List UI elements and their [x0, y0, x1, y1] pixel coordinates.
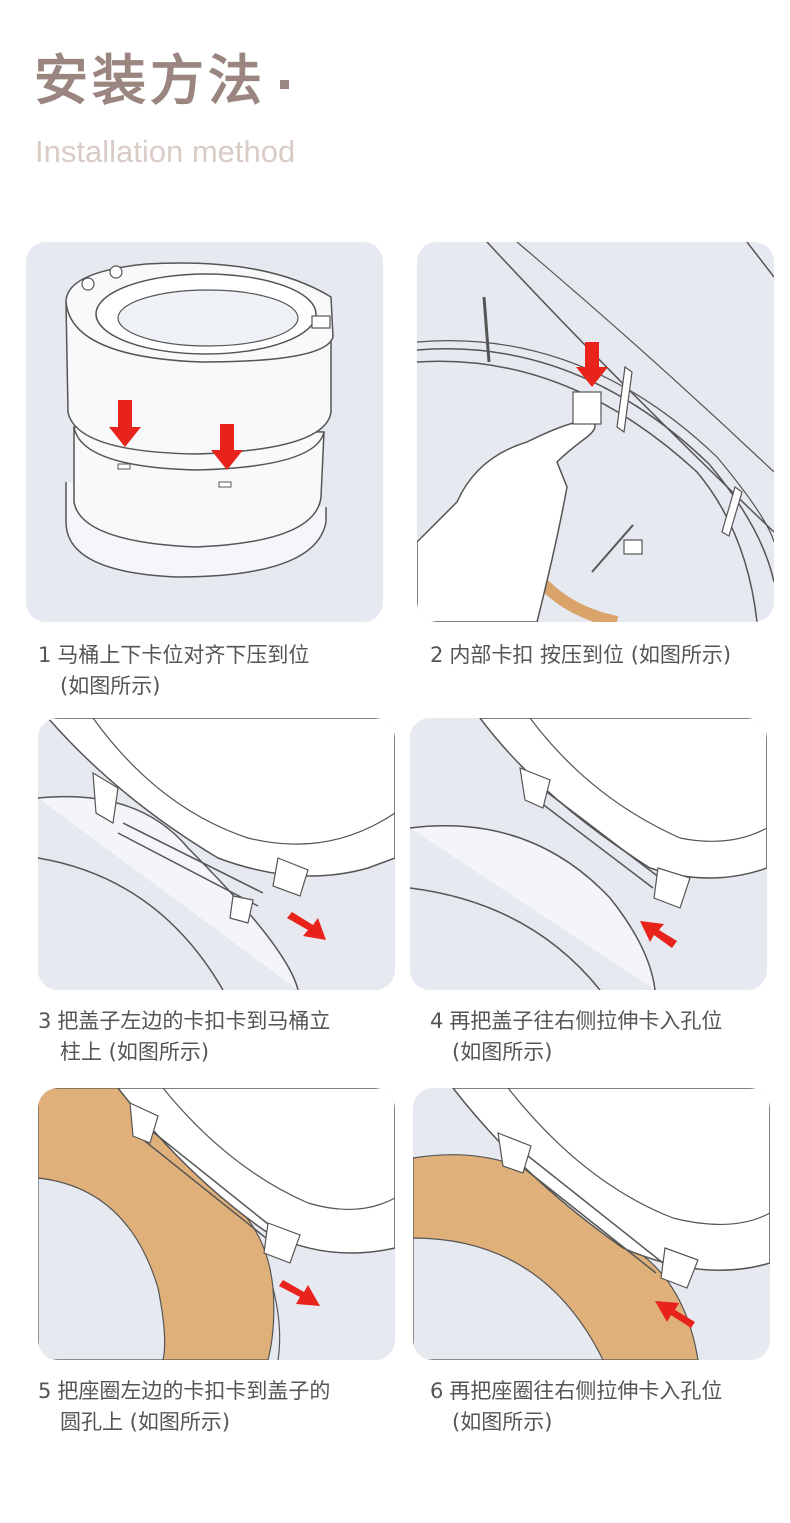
- step-2-illustration: [417, 242, 774, 622]
- step-1-illustration: [26, 242, 383, 622]
- step-6-illustration: [413, 1088, 770, 1360]
- step-3-illustration: [38, 718, 395, 990]
- step-4-illustration: [410, 718, 767, 990]
- page-title: 安装方法: [34, 46, 289, 116]
- page-subtitle: Installation method: [35, 134, 296, 169]
- step-5-illustration: [38, 1088, 395, 1360]
- title-dot: [280, 79, 289, 89]
